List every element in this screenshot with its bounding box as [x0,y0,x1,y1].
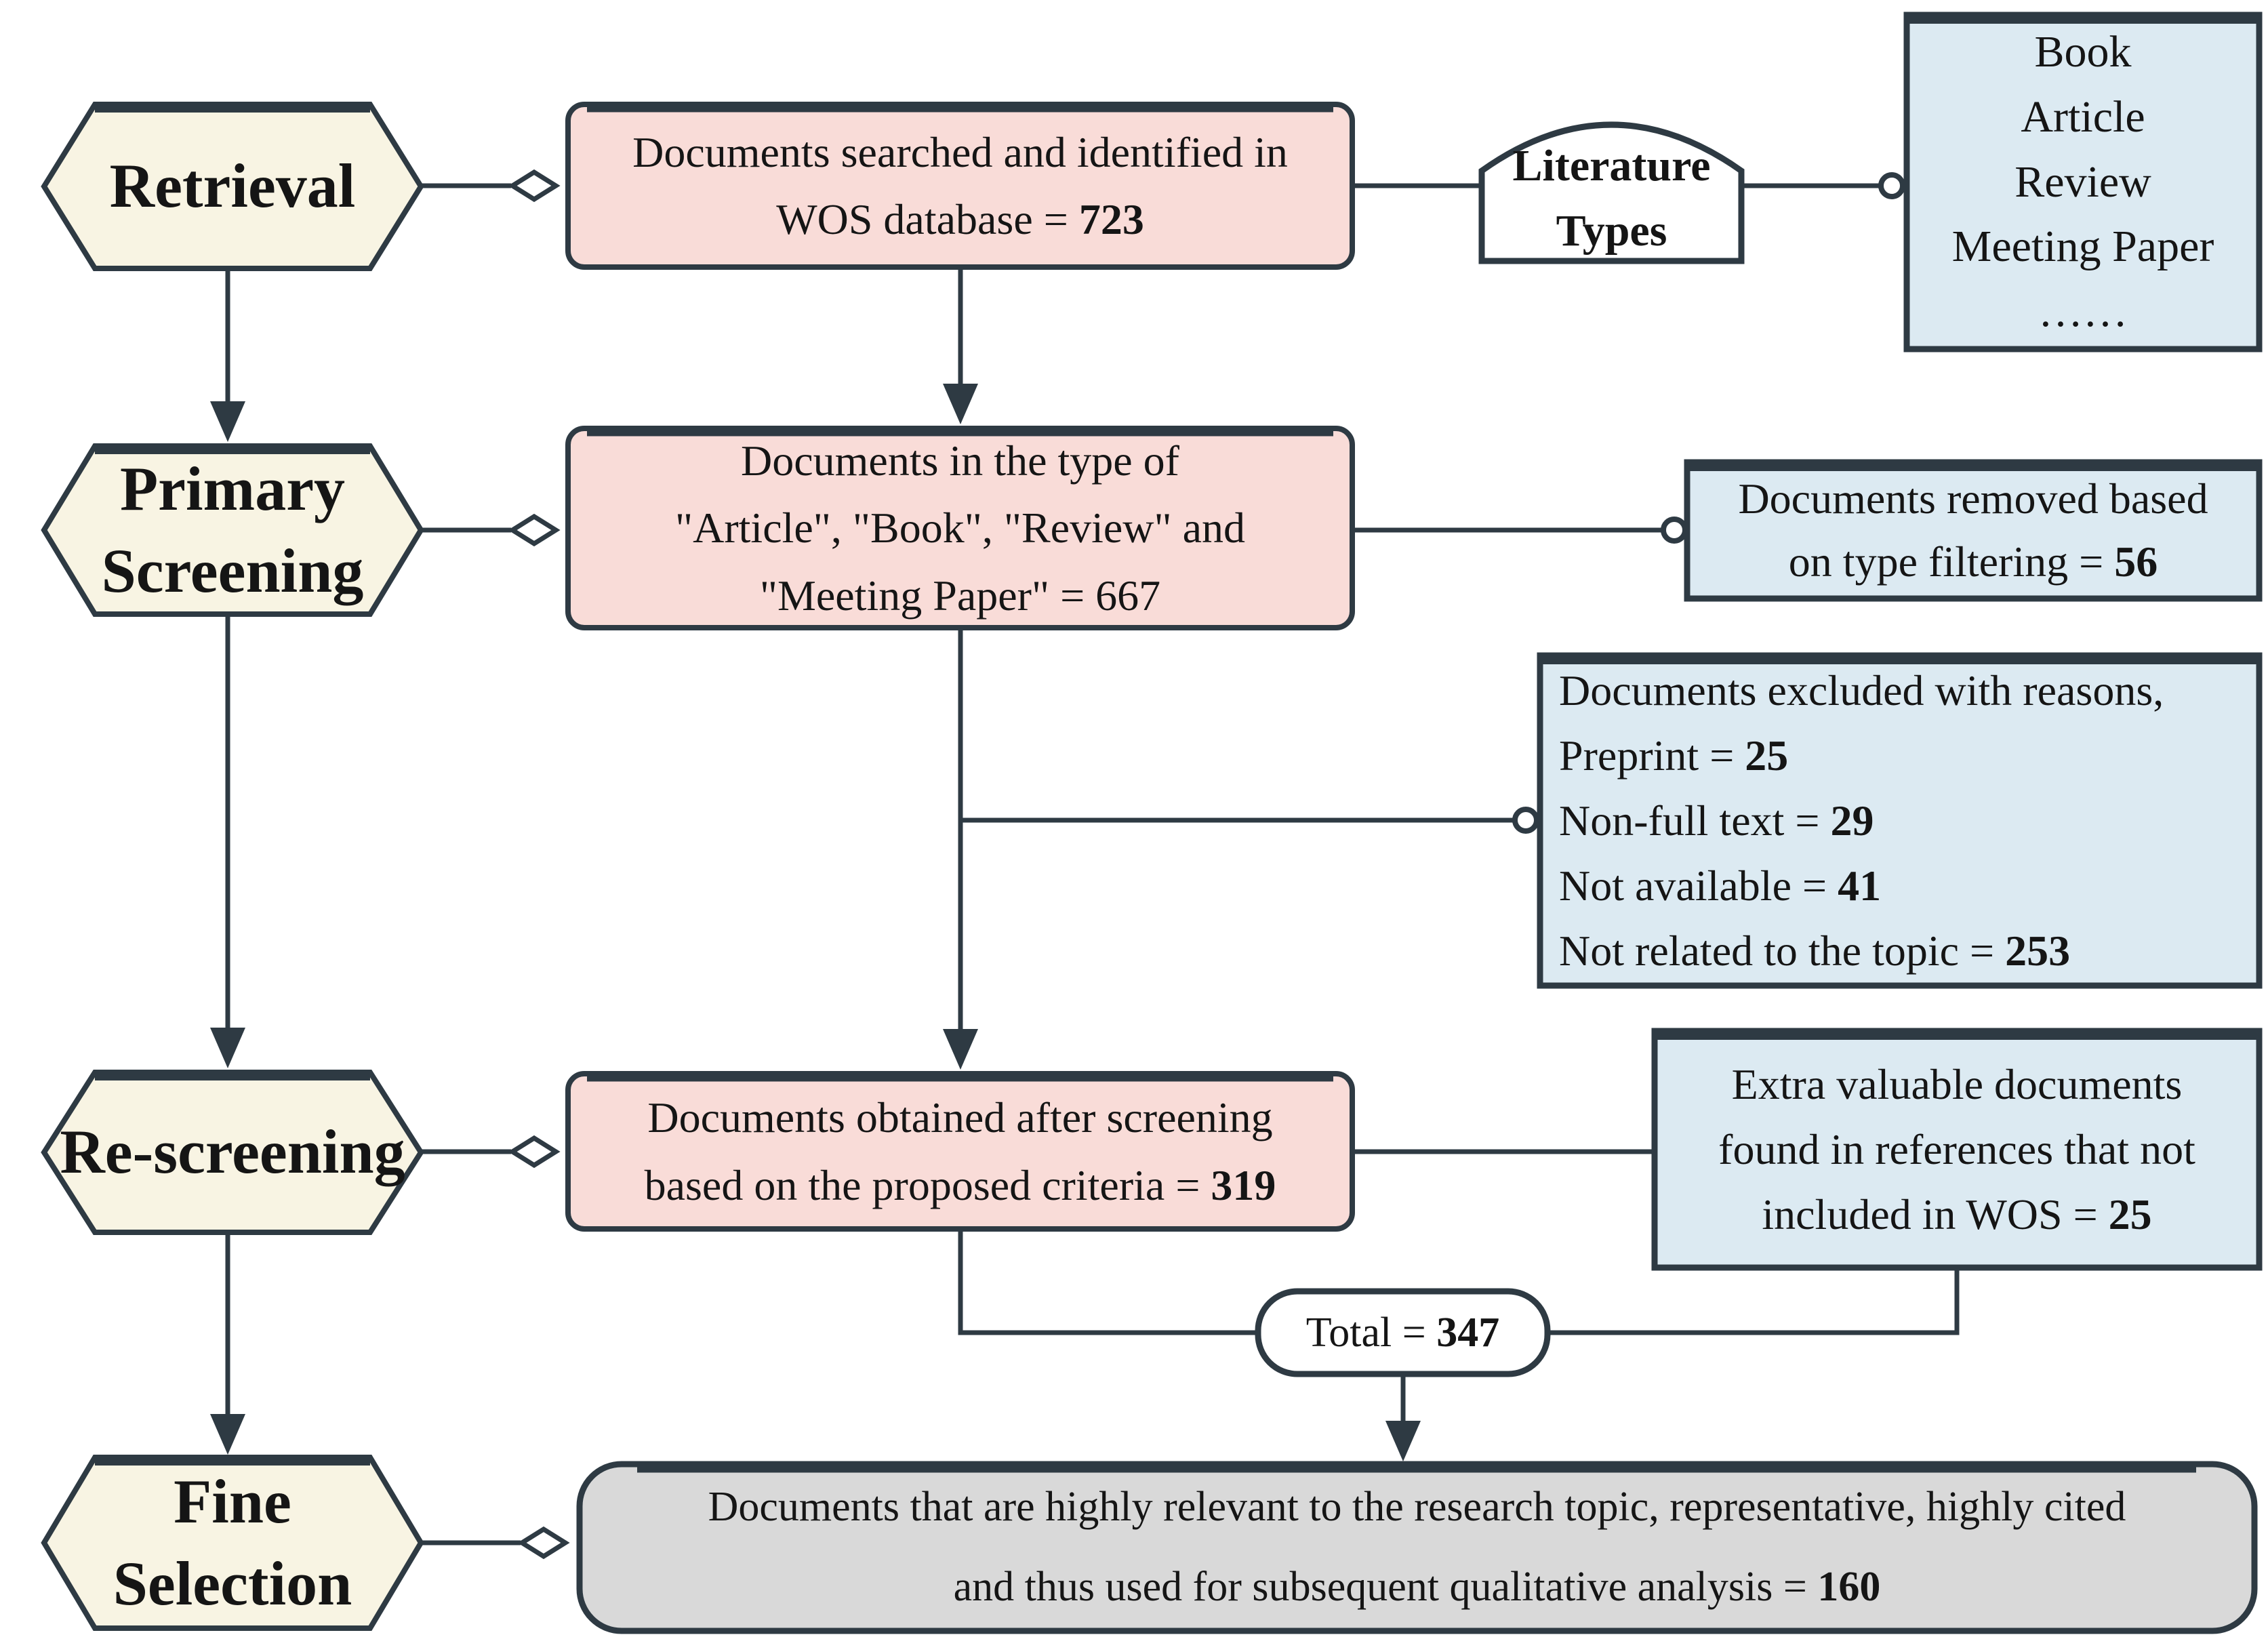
count-value: 347 [1436,1309,1500,1356]
count-value: 160 [1817,1564,1881,1610]
excluded-box-shape [1537,652,2263,989]
literature-types-arch-shape [1478,121,1745,264]
arrowhead-down-icon [210,401,245,442]
excluded-item: Preprint = 25 [1559,731,1789,780]
circle-terminator-icon [1512,807,1539,834]
count-value: 56 [2114,537,2158,586]
list-item: Book [2034,27,2132,77]
box-text: Documents excluded with reasons, [1559,666,2164,714]
list-item: Article [2021,92,2145,142]
stage-label: Re-screening [60,1117,405,1187]
box-text: Documents removed based [1738,474,2208,523]
removed-box-shape [1684,459,2263,602]
box-text: Documents searched and identified in [632,127,1288,176]
list-item: …… [2038,287,2128,337]
box-text: on type filtering = 56 [1788,537,2158,586]
literature-list-box: Book Article Review Meeting Paper …… [1907,15,2259,349]
stage-label: Retrieval [109,151,356,221]
stage-label: Selection [113,1549,352,1618]
total-node-shape [1255,1288,1551,1377]
box-text: included in WOS = 25 [1762,1190,2152,1238]
count-value: 723 [1078,195,1144,243]
stage-label: Primary [119,453,346,523]
arrowhead-down-icon [943,1029,978,1070]
stage-primary-screening: Primary Screening [44,446,421,614]
box-text: found in references that not [1718,1125,2195,1173]
final-box: Documents that are highly relevant to th… [580,1464,2254,1631]
count-value: 25 [2108,1190,2152,1238]
extra-box: Extra valuable documents found in refere… [1655,1031,2259,1268]
box-text: Extra valuable documents [1731,1059,2183,1108]
diamond-terminator-icon [508,169,561,203]
box-text: based on the proposed criteria = 319 [644,1160,1276,1209]
diamond-terminator-icon [508,1135,561,1169]
box-text: Literature [1512,140,1711,190]
box-text: "Article", "Book", "Review" and [674,504,1246,552]
circle-terminator-icon [1878,172,1905,199]
stage-retrieval: Retrieval [44,104,421,268]
route-obtained-total [958,1229,1258,1335]
diamond-terminator-icon [517,1526,570,1560]
box-text: Total = 347 [1305,1309,1500,1356]
count-value: 29 [1830,796,1874,845]
circle-terminator-icon [1661,517,1688,544]
count-value: 319 [1211,1160,1276,1209]
stage-label: Fine [174,1466,291,1536]
box-text: "Meeting Paper" = 667 [759,571,1161,620]
box-text: Types [1556,205,1667,256]
extra-box-shape [1651,1028,2263,1271]
arrowhead-down-icon [210,1414,245,1455]
arrowhead-down-icon [210,1028,245,1068]
box-text: WOS database = 723 [776,195,1144,243]
stage-rescreening: Re-screening [44,1072,421,1232]
removed-box: Documents removed based on type filterin… [1687,462,2259,599]
count-value: 253 [2005,926,2071,975]
arrowhead-down-icon [943,384,978,424]
box-text: and thus used for subsequent qualitative… [953,1564,1881,1610]
list-item: Review [2014,157,2151,207]
total-node: Total = 347 [1258,1291,1547,1374]
diamond-terminator-icon [508,513,561,547]
list-item: Meeting Paper [1951,222,2214,272]
stage-label: Screening [101,536,364,605]
arrowhead-down-icon [1385,1421,1421,1461]
stage-fine-selection: Fine Selection [44,1457,421,1628]
count-value: 41 [1838,861,1882,910]
route-extra-total [1547,1268,1960,1335]
excluded-item: Non-full text = 29 [1559,796,1874,845]
excluded-item: Not related to the topic = 253 [1559,926,2071,975]
box-text: Documents in the type of [741,437,1179,485]
excluded-item: Not available = 41 [1559,861,1882,910]
literature-list-box-shape [1903,12,2263,352]
literature-types-node: Literature Types [1482,136,1741,261]
excluded-box: Documents excluded with reasons, Preprin… [1540,655,2259,986]
box-text: Documents that are highly relevant to th… [708,1484,2126,1531]
typed-box: Documents in the type of "Article", "Boo… [568,428,1352,628]
box-text: Documents obtained after screening [647,1093,1273,1142]
obtained-box: Documents obtained after screening based… [568,1074,1352,1229]
count-value: 25 [1745,731,1789,780]
searched-box: Documents searched and identified in WOS… [568,104,1352,267]
